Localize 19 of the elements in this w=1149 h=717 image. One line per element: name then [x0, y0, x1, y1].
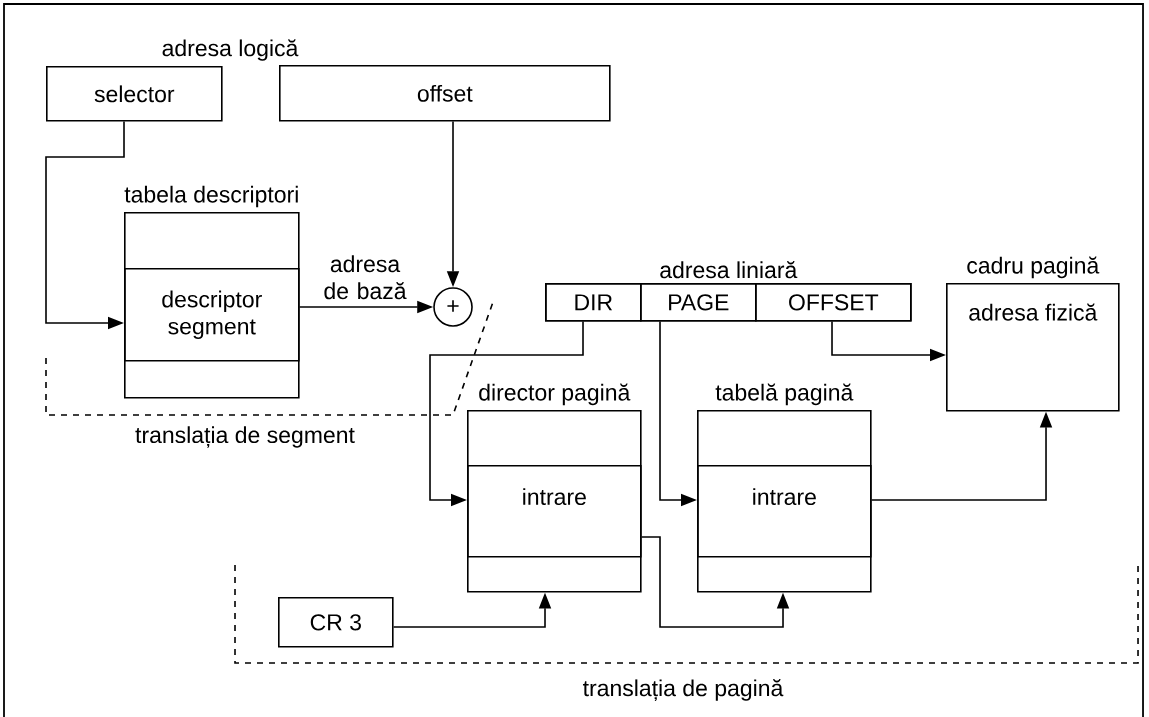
address-heading: adresa logică — [162, 39, 299, 61]
box-heading: adresa liniară — [660, 261, 798, 279]
box-heading: tabelă pagină — [715, 383, 854, 406]
register-box: offset — [279, 65, 611, 122]
address-part: DIR — [545, 283, 642, 322]
address-part: PAGE — [640, 283, 757, 322]
region-label: translația de pagină — [583, 679, 784, 701]
register-box: selector — [46, 66, 223, 122]
box-heading: tabela descriptori — [124, 185, 298, 208]
table-row: intrare — [467, 465, 642, 558]
box-heading: cadru pagină — [967, 256, 1100, 279]
register-box: CR 3 — [278, 597, 394, 648]
table-row: descriptor segment — [124, 268, 300, 362]
address-part: OFFSET — [755, 283, 912, 322]
region-label: translația de segment — [135, 426, 355, 448]
edge-label: adresa de bază — [324, 255, 407, 300]
box-heading: director pagină — [479, 383, 631, 406]
box-text: adresa fizică — [969, 303, 1098, 321]
table-row: intrare — [697, 465, 872, 558]
